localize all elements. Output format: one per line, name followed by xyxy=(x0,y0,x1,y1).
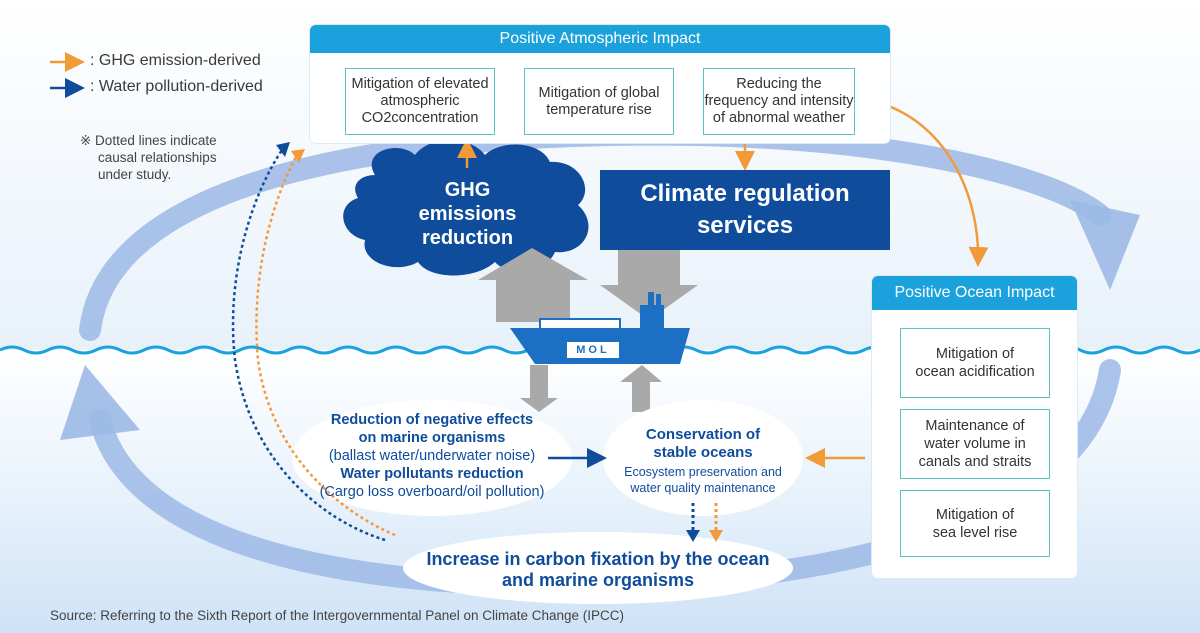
gray-down-arrow-climate xyxy=(600,250,698,320)
ocean-box-sea-level: Mitigation of sea level rise xyxy=(900,490,1050,557)
ship-logo: MOL xyxy=(576,344,610,356)
gray-up-arrow-emissions xyxy=(478,248,588,322)
cycle-arrowhead-right xyxy=(1070,200,1140,290)
ship-graphic xyxy=(510,292,690,364)
gray-up-arrow-conservation xyxy=(620,365,662,412)
carbon-fixation-text: Increase in carbon fixation by the ocean… xyxy=(426,549,770,590)
dotted-blue-curve xyxy=(231,149,386,542)
source-caption: Source: Referring to the Sixth Report of… xyxy=(50,608,625,623)
conservation-text: Conservation of stable oceans Ecosystem … xyxy=(624,426,782,495)
ghg-cloud-label: GHG emissions reduction xyxy=(418,179,517,249)
ocean-impact-title: Positive Ocean Impact xyxy=(872,276,1077,310)
ocean-box-acidification: Mitigation of ocean acidification xyxy=(900,328,1050,398)
reduction-ellipse xyxy=(292,400,572,516)
reduction-text: Reduction of negative effects on marine … xyxy=(319,412,545,500)
atmospheric-box-co2: Mitigation of elevated atmospheric CO2co… xyxy=(345,68,495,135)
arrow-atmospheric-to-ocean xyxy=(879,101,989,267)
conservation-ellipse xyxy=(603,400,803,516)
cycle-arrowhead-left xyxy=(60,365,140,440)
legend-ghg-label: : GHG emission-derived xyxy=(90,52,261,69)
atmospheric-box-weather: Reducing the frequency and intensity of … xyxy=(703,68,855,135)
atmospheric-panel-title: Positive Atmospheric Impact xyxy=(310,25,890,53)
dotted-line-note: ※ Dotted lines indicate causal relations… xyxy=(80,133,217,182)
atmospheric-box-temperature: Mitigation of global temperature rise xyxy=(524,68,674,135)
dotted-orange-curve xyxy=(255,154,396,537)
ghg-cloud-shape xyxy=(343,140,589,276)
climate-regulation-box: Climate regulation services xyxy=(600,170,890,250)
legend-water-label: : Water pollution-derived xyxy=(90,78,263,95)
gray-down-arrow-reduction xyxy=(520,365,558,412)
carbon-ellipse xyxy=(403,532,793,604)
ocean-box-water-volume: Maintenance of water volume in canals an… xyxy=(900,409,1050,479)
